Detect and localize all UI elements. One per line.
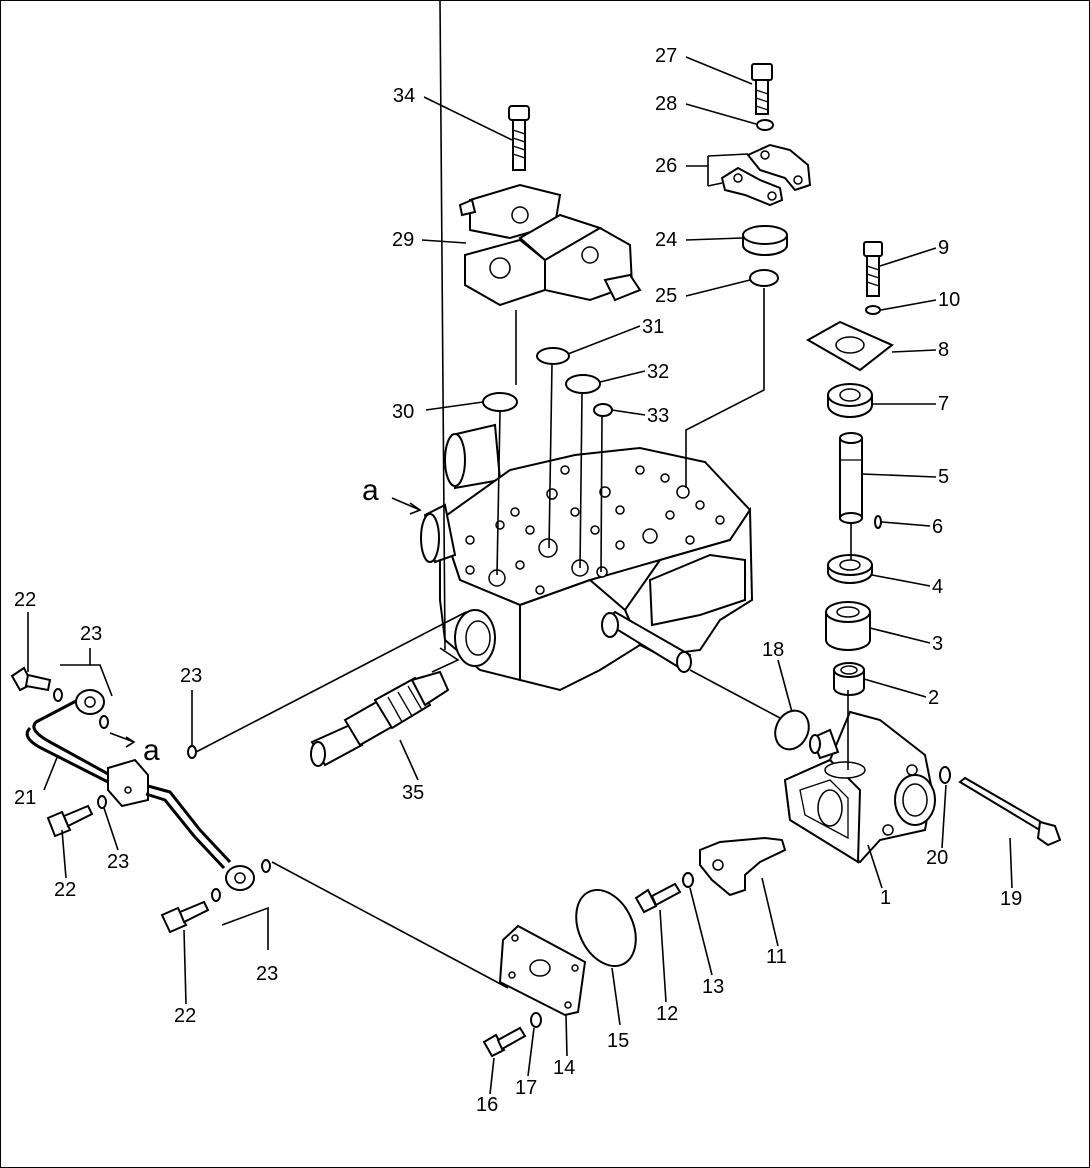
clamp-26 <box>720 143 812 207</box>
callout-23-bracket-lower: 23 <box>256 963 278 985</box>
callout-27: 27 <box>655 45 677 67</box>
o-ring-18 <box>774 709 810 751</box>
o-ring-33 <box>593 403 613 417</box>
callout-23-bracket-upper: 23 <box>80 623 102 645</box>
callout-11: 11 <box>766 946 787 968</box>
cap-24 <box>742 225 788 256</box>
bolt-22-middle <box>46 804 94 838</box>
bolt-27 <box>751 63 773 115</box>
callout-2: 2 <box>928 687 939 709</box>
bolt-16 <box>482 1026 527 1058</box>
callout-1: 1 <box>880 887 891 909</box>
callout-28: 28 <box>655 93 677 115</box>
o-ring-25 <box>749 269 779 287</box>
washer-10 <box>865 305 881 315</box>
callout-32: 32 <box>647 361 669 383</box>
callout-33: 33 <box>647 405 669 427</box>
callout-4: 4 <box>932 576 943 598</box>
plate-8 <box>805 320 894 372</box>
gear-4 <box>827 554 873 584</box>
bolt-12 <box>634 882 682 914</box>
callout-29: 29 <box>392 229 414 251</box>
bolt-22-lower <box>160 900 210 934</box>
callout-22-lower: 22 <box>174 1005 196 1027</box>
callout-labels: 27 28 26 24 25 34 29 9 10 8 7 5 6 4 3 2 … <box>14 45 1022 1116</box>
callout-22-upper: 22 <box>14 589 36 611</box>
callout-15: 15 <box>607 1030 629 1052</box>
callout-22-middle: 22 <box>54 879 76 901</box>
bolt-22-upper <box>10 666 52 692</box>
callout-13: 13 <box>702 976 724 998</box>
callout-6: 6 <box>932 516 943 538</box>
bushing-2 <box>833 662 865 696</box>
callout-24: 24 <box>655 229 677 251</box>
washer-23-a <box>53 688 63 702</box>
valve-35 <box>310 670 450 767</box>
gear-7 <box>827 383 873 418</box>
callout-25: 25 <box>655 285 677 307</box>
housing-1 <box>783 710 936 864</box>
callout-16: 16 <box>476 1094 498 1116</box>
callout-7: 7 <box>938 393 949 415</box>
leader-lines <box>27 0 1013 1095</box>
washer-23-f <box>261 859 271 873</box>
callout-3: 3 <box>932 633 943 655</box>
bolt-19 <box>958 776 1062 847</box>
washer-17 <box>530 1012 542 1028</box>
callout-21: 21 <box>14 787 36 809</box>
view-marker-a-pipe: a <box>143 734 160 767</box>
callout-35: 35 <box>402 782 424 804</box>
valve-body <box>420 423 754 692</box>
o-ring-32 <box>565 374 601 394</box>
bolt-9 <box>863 241 883 297</box>
washer-23-c <box>187 745 197 759</box>
callout-12: 12 <box>656 1003 678 1025</box>
cover-plate-14 <box>498 924 587 1017</box>
washer-23-b <box>99 715 109 729</box>
washer-20 <box>939 766 951 784</box>
view-marker-a-body: a <box>362 474 379 507</box>
o-ring-15 <box>575 888 637 968</box>
callout-34: 34 <box>393 85 415 107</box>
washer-23-e <box>211 888 221 902</box>
washer-28 <box>756 119 774 131</box>
callout-31: 31 <box>642 316 664 338</box>
callout-19: 19 <box>1000 888 1022 910</box>
shaft-5 <box>839 432 863 524</box>
callout-20: 20 <box>926 847 948 869</box>
washer-23-d <box>97 795 107 809</box>
callout-9: 9 <box>938 237 949 259</box>
callout-5: 5 <box>938 466 949 488</box>
o-ring-30 <box>482 392 518 412</box>
callout-8: 8 <box>938 339 949 361</box>
callout-30: 30 <box>392 401 414 423</box>
callout-18: 18 <box>762 639 784 661</box>
bearing-3 <box>825 601 871 651</box>
callout-14: 14 <box>553 1057 575 1079</box>
callout-26: 26 <box>655 155 677 177</box>
pin-6 <box>874 515 882 529</box>
pipe-21 <box>25 689 255 891</box>
callout-23-middle: 23 <box>107 851 129 873</box>
callout-23-single: 23 <box>180 665 202 687</box>
o-ring-31 <box>536 347 570 365</box>
bolt-34 <box>508 105 530 171</box>
lever-11 <box>699 836 787 897</box>
washer-13 <box>682 872 694 888</box>
cover-block-29 <box>458 183 642 307</box>
callout-17: 17 <box>515 1077 537 1099</box>
callout-10: 10 <box>938 289 960 311</box>
